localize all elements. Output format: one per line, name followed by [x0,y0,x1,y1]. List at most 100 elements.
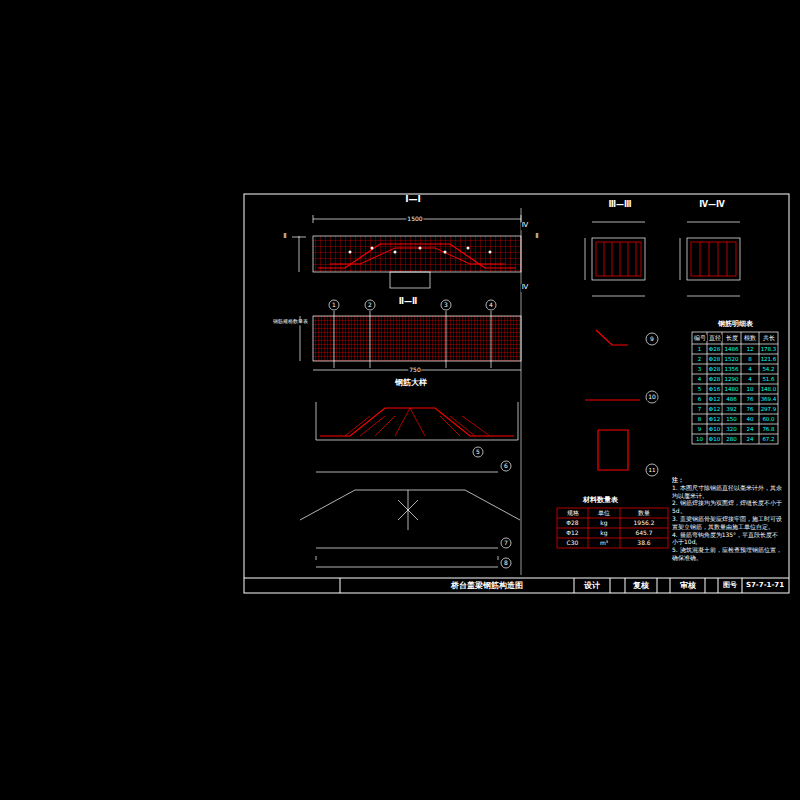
drawing-label: 长度 [725,335,739,341]
drawing-label: 8 [697,416,703,422]
drawing-label: Φ12 [708,406,721,412]
drawing-label: 121.6 [760,356,778,362]
drawing-label: 1480 [724,386,740,392]
drawing-label: Ⅱ—Ⅱ [398,298,419,307]
drawing-label: Ⅲ—Ⅲ [607,201,632,210]
drawing-label: 2 [367,302,373,309]
drawing-label: 11 [648,467,657,473]
drawing-label: 9 [649,336,655,343]
drawing-label: Ⅳ [521,284,529,292]
drawing-label: 9 [697,426,703,432]
drawing-label: 4 [488,302,494,309]
drawing-label: Ⅳ [521,222,529,230]
drawing-label: 10 [647,394,657,401]
note-text: 3. 盖梁钢筋骨架应焊接牢固，施工时可设置架立钢筋，其数量由施工单位自定。 [672,515,784,531]
drawing-label: 审核 [679,582,697,591]
drawing-label: 8 [503,560,509,567]
drawing-label: m³ [599,540,609,547]
drawing-label: 12 [746,346,755,352]
drawing-label: 数量 [637,510,651,517]
drawing-label: 单位 [597,510,611,517]
drawing-label: Ⅱ [534,233,539,241]
drawing-label: kg [599,530,608,537]
drawing-label: 40 [746,416,755,422]
drawing-label: 直径 [708,335,722,341]
drawing-label: 设计 [583,582,601,591]
drawing-label: 148.0 [760,386,778,392]
drawing-label: kg [599,520,608,527]
drawing-label: Φ16 [708,386,721,392]
drawing-label: 桥台盖梁钢筋构造图 [450,582,524,591]
drawing-label: 1956.2 [633,520,656,527]
drawing-label: 钢筋规格数量表 [272,319,309,325]
drawing-label: 4 [697,376,703,382]
drawing-label: 10 [695,436,704,442]
drawing-label: 4 [747,376,753,382]
drawing-label: 规格 [566,510,580,517]
drawing-label: 280 [725,436,738,442]
drawing-label: 486 [725,396,738,402]
drawing-label: 钢筋明细表 [717,321,754,329]
drawing-label: 5 [475,449,481,456]
drawing-label: 320 [725,426,738,432]
drawing-label: 编号 [693,335,707,341]
drawing-label: Φ12 [708,396,721,402]
drawing-label: Φ28 [708,356,721,362]
drawing-label: 10 [746,386,755,392]
drawing-label: 7 [697,406,703,412]
note-text: 2. 钢筋焊接均为双面焊，焊缝长度不小于5d。 [672,499,784,515]
drawing-label: 1520 [724,356,740,362]
note-text: 4. 箍筋弯钩角度为135°，平直段长度不小于10d。 [672,531,784,547]
drawing-label: 297.9 [760,406,778,412]
drawing-label: 750 [408,367,421,374]
drawing-label: 8 [747,356,753,362]
drawing-label: 1356 [724,366,740,372]
drawing-label: Φ28 [708,346,721,352]
notes-block: 注：1. 本图尺寸除钢筋直径以毫米计外，其余均以厘米计。2. 钢筋焊接均为双面焊… [672,476,784,562]
drawing-label: 4 [747,366,753,372]
drawing-label: 2 [697,356,703,362]
drawing-label: 24 [746,426,755,432]
drawing-label: 7 [503,540,509,547]
drawing-label: S7-7-1-71 [745,582,785,590]
drawing-label: 76 [746,396,755,402]
drawing-label: 51.6 [761,376,775,382]
drawing-label: C30 [566,540,580,547]
drawing-label: Φ28 [565,520,579,527]
note-text: 注： [672,476,784,484]
drawing-label: 图号 [722,582,738,590]
drawing-label: 1 [697,346,703,352]
drawing-label: 3 [443,302,449,309]
drawing-label: 6 [697,396,703,402]
drawing-label: 76.8 [761,426,775,432]
drawing-label: Φ12 [708,416,721,422]
drawing-label: Ⅱ [282,233,287,241]
drawing-label: 67.2 [761,436,775,442]
drawing-label: 5 [697,386,703,392]
drawing-label: 根数 [743,335,757,341]
drawing-label: 1290 [724,376,740,382]
drawing-label: Φ28 [708,376,721,382]
drawing-label: 3 [697,366,703,372]
note-text: 5. 浇筑混凝土前，应检查预埋钢筋位置，确保准确。 [672,546,784,562]
drawing-label: Ⅳ—Ⅳ [698,201,726,210]
drawing-label: 共长 [762,335,776,341]
drawing-label: 1486 [724,346,740,352]
drawing-label: 材料数量表 [582,497,619,505]
drawing-label: Φ10 [708,426,721,432]
drawing-label: 54.2 [761,366,775,372]
drawing-label: Φ10 [708,436,721,442]
drawing-label: 复核 [632,582,650,591]
drawing-label: 645.7 [634,530,653,537]
drawing-label: 24 [746,436,755,442]
drawing-label: 60.0 [761,416,775,422]
drawing-label: 369.4 [760,396,778,402]
drawing-label: 1500 [406,216,423,223]
note-text: 1. 本图尺寸除钢筋直径以毫米计外，其余均以厘米计。 [672,484,784,500]
drawing-label: 76 [746,406,755,412]
drawing-label: 150 [725,416,738,422]
drawing-label: Φ12 [565,530,579,537]
drawing-label: 178.3 [760,346,778,352]
